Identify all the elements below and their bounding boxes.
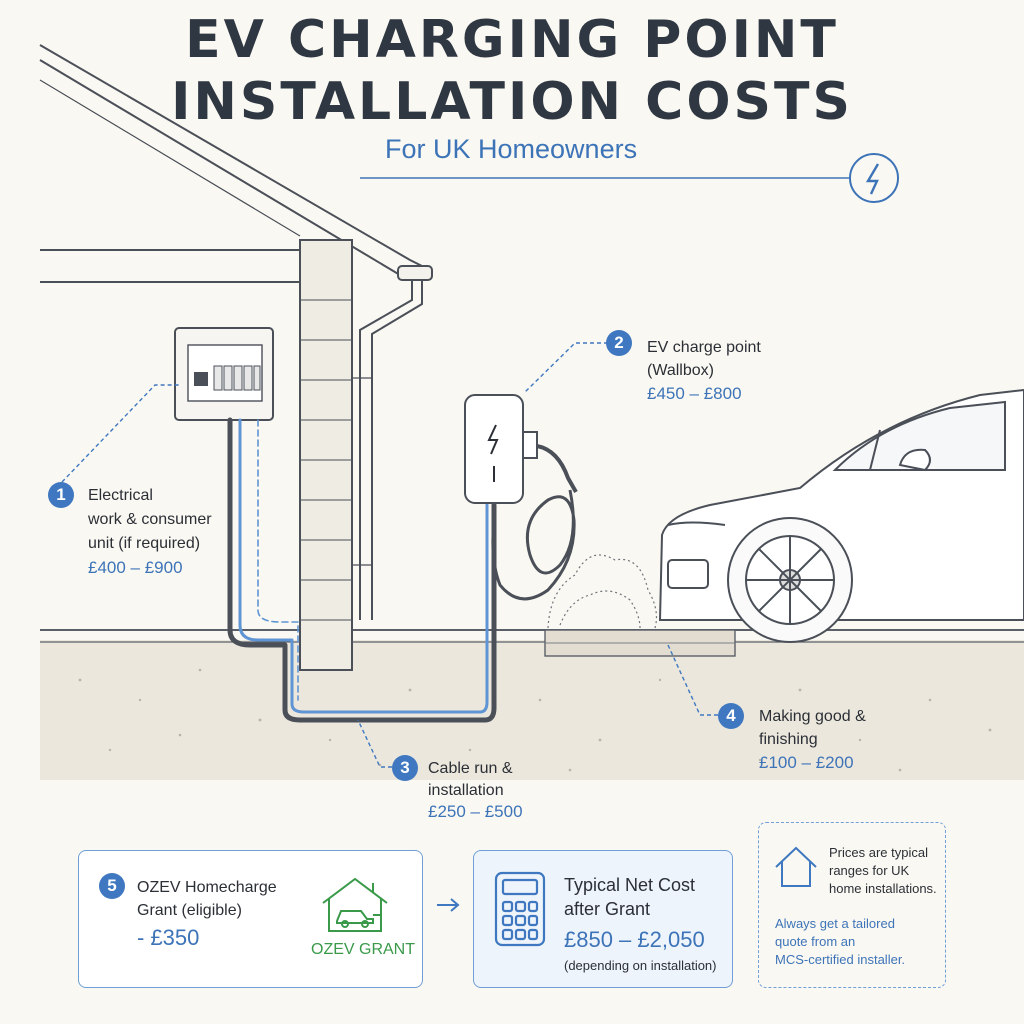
net-cost-panel: Typical Net Cost after Grant £850 – £2,0… <box>473 850 733 988</box>
notice-line-1: Prices are typical <box>829 845 928 860</box>
arrow-to-net-cost <box>437 898 460 912</box>
notice-advice-line-2: quote from an <box>775 934 856 949</box>
callout-4-label-line-1: Making good & <box>759 708 866 725</box>
ground <box>40 629 1024 780</box>
cable-run <box>227 417 497 723</box>
callout-1-price: £400 – £900 <box>88 558 183 577</box>
notice-line-3: home installations. <box>829 881 937 896</box>
notice-advice-line-1: Always get a tailored <box>775 916 895 931</box>
callout-4-price: £100 – £200 <box>759 753 854 772</box>
leader-lines <box>61 342 718 768</box>
house <box>39 44 433 671</box>
callout-4-number: 4 <box>718 703 744 729</box>
callout-3-label-line-1: Cable run & <box>428 760 513 777</box>
callout-3-label-line-2: installation <box>428 782 504 799</box>
callout-3-price: £250 – £500 <box>428 802 523 821</box>
wallbox-charger <box>464 394 578 601</box>
callout-1-number: 1 <box>48 482 74 508</box>
callout-2-number: 2 <box>606 330 632 356</box>
callout-1-label-line-1: Electrical <box>88 487 153 504</box>
callout-3-number: 3 <box>392 755 418 781</box>
callout-2-label-line-1: EV charge point <box>647 339 761 356</box>
subtitle-rule <box>360 153 899 203</box>
page-title-line-1: EV CHARGING POINT <box>185 10 839 70</box>
net-cost-label-line-1: Typical Net Cost <box>564 875 696 895</box>
ozev-grant-badge: OZEV GRANT <box>311 941 416 958</box>
grant-amount: - £350 <box>137 925 200 950</box>
page-title-line-2: INSTALLATION COSTS <box>171 72 853 132</box>
grant-label-line-2: Grant (eligible) <box>137 902 242 919</box>
notice-advice-line-3: MCS-certified installer. <box>775 952 906 967</box>
ozev-grant-house-car-icon <box>322 877 388 932</box>
notice-line-2: ranges for UK <box>829 863 910 878</box>
home-icon <box>775 846 817 887</box>
callout-1-label-line-2: work & consumer <box>88 511 212 528</box>
grant-label-line-1: OZEV Homecharge <box>137 879 277 896</box>
grant-panel: 5 OZEV Homecharge Grant (eligible) - £35… <box>78 850 423 988</box>
pricing-notice-panel: Prices are typical ranges for UK home in… <box>758 822 946 988</box>
net-cost-range: £850 – £2,050 <box>564 927 705 952</box>
net-cost-label-line-2: after Grant <box>564 899 651 919</box>
net-cost-note: (depending on installation) <box>564 958 717 973</box>
callout-1-label-line-3: unit (if required) <box>88 535 201 552</box>
electric-car <box>658 388 1024 643</box>
grant-number: 5 <box>99 873 125 899</box>
shrub <box>547 554 658 629</box>
calculator-icon <box>494 871 546 947</box>
callout-2-label-line-2: (Wallbox) <box>647 362 714 379</box>
callout-4-label-line-2: finishing <box>759 731 818 748</box>
page-subtitle: For UK Homeowners <box>385 134 638 164</box>
consumer-unit <box>174 327 274 421</box>
callout-2-price: £450 – £800 <box>647 384 742 403</box>
